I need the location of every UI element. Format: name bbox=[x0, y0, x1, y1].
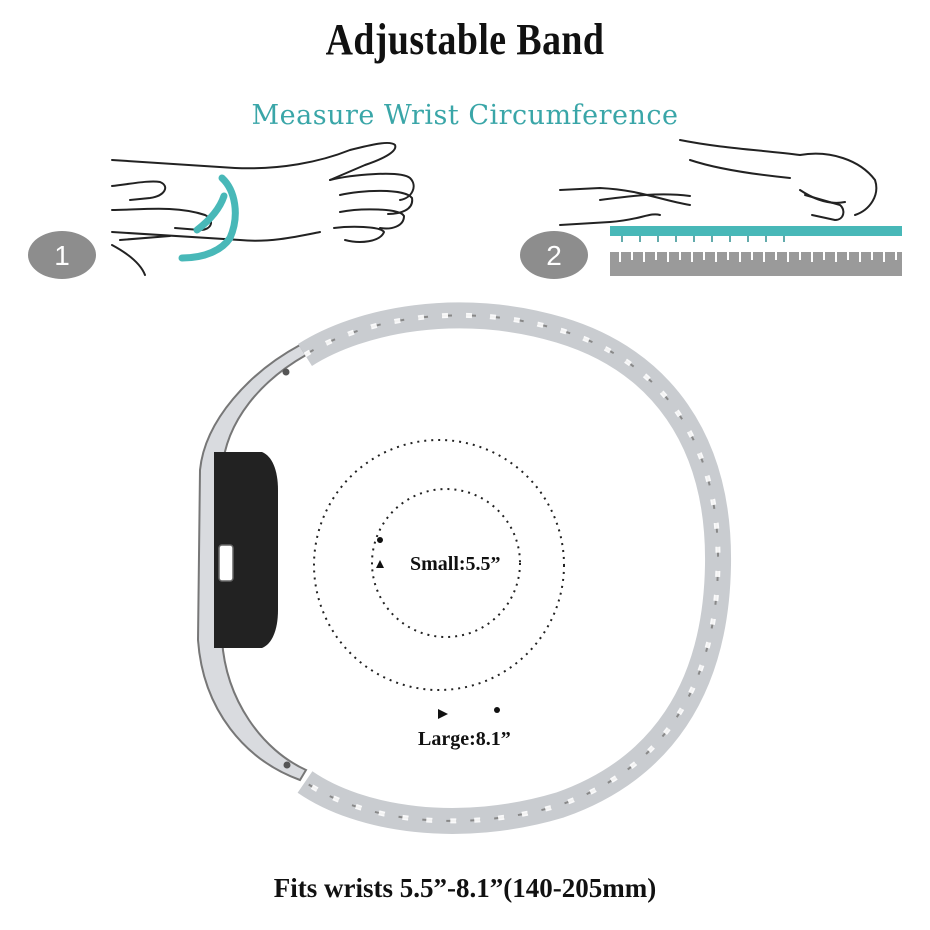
pin-bottom bbox=[283, 761, 291, 769]
small-size-circle bbox=[371, 488, 521, 638]
ruler-ticks bbox=[619, 252, 897, 262]
metal-band-illustration bbox=[196, 302, 732, 834]
fit-range-caption: Fits wrists 5.5”-8.1”(140-205mm) bbox=[273, 873, 657, 903]
page-title: Adjustable Band bbox=[325, 15, 605, 64]
small-size-label: Small:5.5” bbox=[410, 553, 501, 575]
step-2-number: 2 bbox=[546, 240, 562, 271]
small-arrow-icon bbox=[376, 560, 384, 568]
step-1-number: 1 bbox=[54, 240, 70, 271]
pin-top bbox=[282, 368, 290, 376]
wrist-measure-icon bbox=[111, 141, 415, 276]
step-1-badge bbox=[28, 231, 96, 279]
measure-instruction: Measure Wrist Circumference bbox=[251, 100, 679, 131]
step-2-badge bbox=[520, 231, 588, 279]
metal-link-chain bbox=[297, 302, 732, 834]
tracker-body bbox=[196, 343, 308, 782]
hands-icon bbox=[559, 139, 878, 226]
ruler-icon bbox=[610, 252, 902, 276]
large-size-circle bbox=[313, 439, 565, 691]
tracker-screen bbox=[214, 452, 278, 648]
step-1-illustration: 1 bbox=[28, 141, 415, 279]
large-arrow-icon bbox=[438, 709, 448, 719]
tracker-button bbox=[218, 544, 234, 582]
step-2-illustration: 2 bbox=[520, 139, 902, 279]
tape-icon bbox=[610, 226, 902, 242]
large-size-label: Large:8.1” bbox=[418, 728, 511, 750]
